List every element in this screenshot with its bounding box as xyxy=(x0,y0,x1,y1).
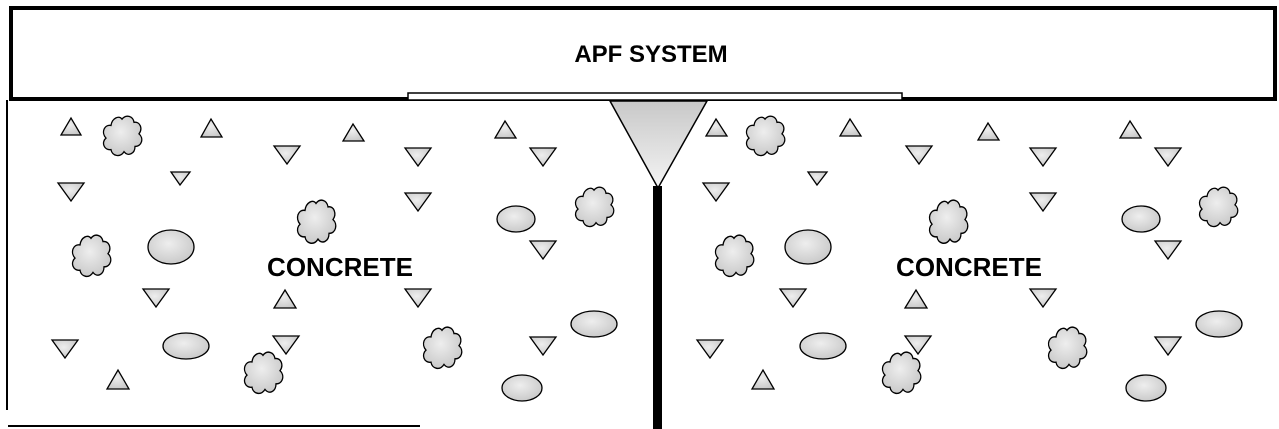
aggregate-triangle xyxy=(105,368,131,390)
aggregate-triangle xyxy=(838,117,863,137)
aggregate-triangle-down xyxy=(528,147,558,168)
left-slab-aggregates xyxy=(50,115,618,402)
aggregate-triangle-down xyxy=(403,288,433,309)
aggregate-cloud xyxy=(422,326,463,370)
aggregate-triangle-down xyxy=(1028,288,1058,309)
aggregate-triangle-down xyxy=(806,171,829,187)
aggregate-cloud xyxy=(243,351,284,395)
aggregate-triangle-down xyxy=(403,192,433,213)
aggregate-oval xyxy=(501,374,543,402)
aggregate-oval xyxy=(799,332,847,360)
left-concrete-label: CONCRETE xyxy=(267,252,413,282)
aggregate-oval xyxy=(570,310,618,338)
aggregate-triangle xyxy=(704,117,729,137)
joint xyxy=(608,100,709,429)
apf-system-box xyxy=(9,6,1277,101)
aggregate-triangle-down xyxy=(528,336,558,357)
aggregate-triangle-down xyxy=(695,339,725,360)
aggregate-triangle-down xyxy=(1153,147,1183,168)
aggregate-oval xyxy=(147,229,195,265)
aggregate-triangle xyxy=(272,288,298,309)
aggregate-triangle-down xyxy=(903,335,933,356)
aggregate-triangle xyxy=(341,122,366,142)
aggregate-oval xyxy=(162,332,210,360)
joint-crack xyxy=(653,186,662,429)
aggregate-triangle-down xyxy=(169,171,192,187)
aggregate-oval xyxy=(1195,310,1243,338)
aggregate-triangle xyxy=(493,119,518,139)
aggregate-cloud xyxy=(1198,186,1239,228)
aggregate-triangle xyxy=(1118,119,1143,139)
aggregate-triangle-down xyxy=(1153,240,1183,261)
aggregate-cloud xyxy=(745,115,786,157)
aggregate-oval xyxy=(496,205,536,233)
apf-system-label: APF SYSTEM xyxy=(574,41,727,68)
apf-system-band: APF SYSTEM xyxy=(9,6,1277,101)
aggregate-cloud xyxy=(574,186,615,228)
aggregate-triangle-down xyxy=(904,145,934,166)
aggregate-triangle-down xyxy=(403,147,433,168)
aggregate-triangle-down xyxy=(1028,192,1058,213)
aggregate-cloud xyxy=(102,115,143,157)
aggregate-triangle-down xyxy=(141,288,171,309)
aggregate-triangle xyxy=(903,288,929,309)
aggregate-oval xyxy=(1125,374,1167,402)
aggregate-triangle-down xyxy=(701,182,731,203)
aggregate-triangle-down xyxy=(528,240,558,261)
aggregate-cloud xyxy=(1047,326,1088,370)
aggregate-cloud xyxy=(71,234,112,278)
aggregate-triangle-down xyxy=(56,182,86,203)
right-slab-aggregates xyxy=(695,115,1243,402)
aggregate-triangle xyxy=(750,368,776,390)
aggregate-cloud xyxy=(714,234,755,278)
aggregate-triangle-down xyxy=(1153,336,1183,357)
bond-breaker-strip xyxy=(407,92,903,101)
aggregate-cloud xyxy=(296,199,337,245)
aggregate-triangle xyxy=(59,116,83,136)
aggregate-triangle-down xyxy=(272,145,302,166)
aggregate-triangle-down xyxy=(1028,147,1058,168)
aggregate-triangle-down xyxy=(271,335,301,356)
aggregate-oval xyxy=(784,229,832,265)
aggregate-cloud xyxy=(928,199,969,245)
aggregate-triangle xyxy=(976,121,1001,141)
aggregate-oval xyxy=(1121,205,1161,233)
aggregate-triangle xyxy=(199,117,224,138)
aggregate-triangle-down xyxy=(778,288,808,309)
aggregate-triangle-down xyxy=(50,339,80,360)
aggregate-cloud xyxy=(881,351,922,395)
joint-sealant xyxy=(608,100,709,190)
right-concrete-label: CONCRETE xyxy=(896,252,1042,282)
